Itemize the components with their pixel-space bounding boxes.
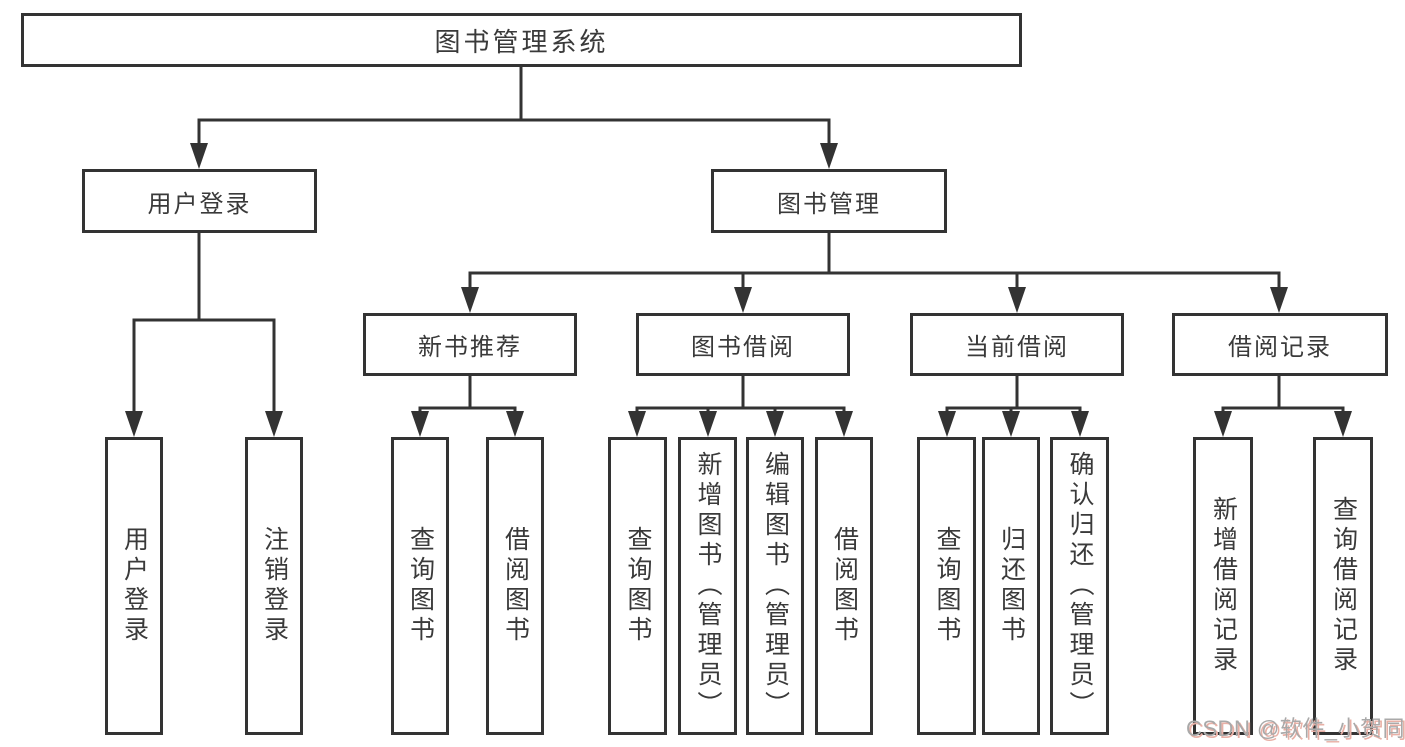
- leaf-label: 确认归还（管理员）: [1066, 451, 1094, 721]
- node-label: 当前借阅: [965, 334, 1069, 361]
- node-book-borrowing: 图书借阅: [636, 313, 850, 376]
- leaf-return-book: 归还图书: [982, 437, 1040, 735]
- arrow-down-icon: [1270, 287, 1288, 313]
- node-label: 图书借阅: [691, 334, 795, 361]
- arrow-down-icon: [1008, 287, 1026, 313]
- arrow-down-icon: [1334, 411, 1352, 437]
- csdn-watermark: CSDN @软件_小贺同学: [1186, 716, 1405, 741]
- node-borrowing-records: 借阅记录: [1172, 313, 1388, 376]
- arrow-down-icon: [190, 143, 208, 169]
- node-new-book-recommendation: 新书推荐: [363, 313, 577, 376]
- leaf-add-book-admin: 新增图书（管理员）: [678, 437, 737, 735]
- node-label: 图书管理系统: [434, 26, 609, 57]
- leaf-label: 查询图书: [933, 526, 961, 646]
- leaf-label: 编辑图书（管理员）: [761, 451, 790, 721]
- node-label: 图书管理: [777, 190, 881, 218]
- arrow-down-icon: [506, 411, 524, 437]
- leaf-edit-book-admin: 编辑图书（管理员）: [746, 437, 804, 735]
- arrow-down-icon: [1002, 411, 1020, 437]
- leaf-borrow-query-book: 查询图书: [608, 437, 667, 735]
- leaf-label: 归还图书: [997, 526, 1026, 646]
- leaf-add-borrow-record: 新增借阅记录: [1193, 437, 1253, 735]
- arrow-down-icon: [835, 411, 853, 437]
- node-label: 借阅记录: [1228, 334, 1332, 361]
- arrow-down-icon: [1214, 411, 1232, 437]
- leaf-label: 借阅图书: [501, 526, 530, 646]
- arrow-down-icon: [628, 411, 646, 437]
- arrow-down-icon: [938, 411, 956, 437]
- arrow-down-icon: [411, 411, 429, 437]
- leaf-label: 新增图书（管理员）: [694, 451, 722, 721]
- node-current-borrowing: 当前借阅: [910, 313, 1124, 376]
- arrow-down-icon: [125, 411, 143, 437]
- arrow-down-icon: [820, 143, 838, 169]
- leaf-label: 借阅图书: [830, 526, 859, 646]
- arrow-down-icon: [699, 411, 717, 437]
- arrow-down-icon: [265, 411, 283, 437]
- leaf-label: 用户登录: [120, 526, 149, 646]
- leaf-logout: 注销登录: [245, 437, 303, 735]
- leaf-recommend-query-book: 查询图书: [391, 437, 449, 735]
- leaf-borrow-book: 借阅图书: [815, 437, 873, 735]
- leaf-user-login: 用户登录: [105, 437, 163, 735]
- node-user-login: 用户登录: [82, 169, 317, 233]
- leaf-query-borrow-record: 查询借阅记录: [1313, 437, 1373, 735]
- leaf-label: 查询图书: [624, 526, 652, 646]
- leaf-confirm-return-admin: 确认归还（管理员）: [1050, 437, 1109, 735]
- arrow-down-icon: [766, 411, 784, 437]
- node-library-management-system: 图书管理系统: [21, 13, 1022, 67]
- arrow-down-icon: [1071, 411, 1089, 437]
- leaf-label: 注销登录: [260, 526, 289, 646]
- node-label: 新书推荐: [418, 334, 522, 361]
- leaf-recommend-borrow-book: 借阅图书: [486, 437, 544, 735]
- tree-arrowheads: [125, 143, 1352, 437]
- node-book-management: 图书管理: [711, 169, 947, 233]
- arrow-down-icon: [734, 287, 752, 313]
- arrow-down-icon: [461, 287, 479, 313]
- leaf-label: 查询借阅记录: [1329, 496, 1358, 676]
- node-label: 用户登录: [147, 190, 252, 218]
- leaf-current-query-book: 查询图书: [917, 437, 976, 735]
- leaf-label: 新增借阅记录: [1209, 496, 1238, 676]
- leaf-label: 查询图书: [406, 526, 435, 646]
